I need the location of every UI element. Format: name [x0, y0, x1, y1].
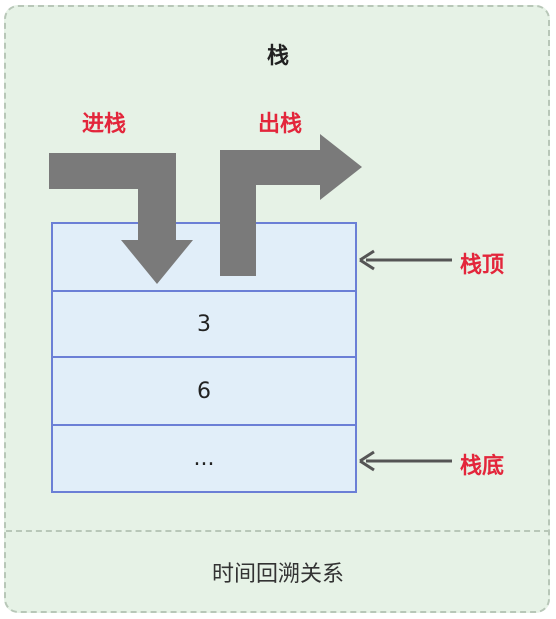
pop-label: 出栈 — [258, 112, 303, 137]
bottom-pointer-arrow — [359, 450, 452, 472]
pop-arrow — [220, 134, 362, 276]
stack-top-label: 栈顶 — [460, 253, 505, 278]
footer-caption: 时间回溯关系 — [211, 562, 344, 587]
push-label: 进栈 — [82, 112, 127, 137]
stack-cell: 6 — [51, 356, 357, 426]
top-pointer-arrow — [359, 249, 452, 271]
stack-cell-top — [51, 222, 357, 292]
diagram-title: 栈 — [266, 44, 289, 69]
footer-divider — [6, 530, 550, 532]
stack-bottom-label: 栈底 — [460, 454, 505, 479]
push-arrow — [49, 153, 193, 284]
stack-cell-bottom: ... — [51, 424, 357, 493]
